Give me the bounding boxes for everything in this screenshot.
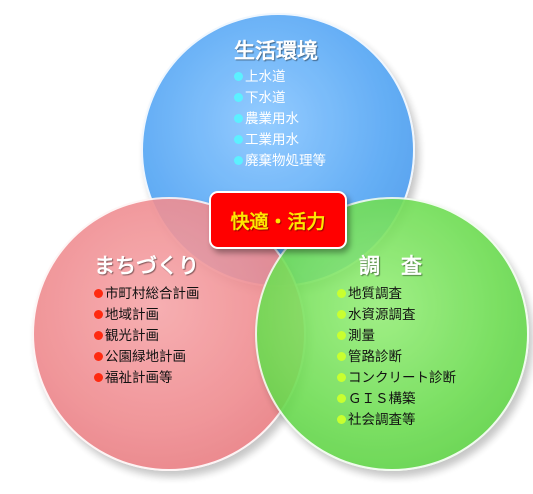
bullet-icon xyxy=(337,352,346,361)
list-item: コンクリート診断 xyxy=(337,368,456,389)
bullet-icon xyxy=(337,331,346,340)
list-item: 市町村総合計画 xyxy=(94,284,200,305)
list-item: 農業用水 xyxy=(234,109,326,130)
living-environment-list: 上水道 下水道 農業用水 工業用水 廃棄物処理等 xyxy=(234,67,326,172)
list-item: 下水道 xyxy=(234,88,326,109)
bullet-icon xyxy=(337,289,346,298)
bullet-icon xyxy=(337,415,346,424)
town-planning-title: まちづくり xyxy=(94,254,199,278)
list-item: 公園緑地計画 xyxy=(94,347,200,368)
bullet-icon xyxy=(234,93,243,102)
list-item: 地域計画 xyxy=(94,305,200,326)
town-planning-list: 市町村総合計画 地域計画 観光計画 公園緑地計画 福祉計画等 xyxy=(94,284,200,389)
bullet-icon xyxy=(94,373,103,382)
list-item: 観光計画 xyxy=(94,326,200,347)
bullet-icon xyxy=(337,394,346,403)
list-item: 社会調査等 xyxy=(337,410,456,431)
bullet-icon xyxy=(234,156,243,165)
center-label: 快適・活力 xyxy=(230,210,326,233)
bullet-icon xyxy=(234,114,243,123)
survey-list: 地質調査 水資源調査 測量 管路診断 コンクリート診断 ＧＩＳ構築 社会調査等 xyxy=(337,284,456,431)
list-item: 測量 xyxy=(337,326,456,347)
list-item: 工業用水 xyxy=(234,130,326,151)
list-item: 水資源調査 xyxy=(337,305,456,326)
bullet-icon xyxy=(337,310,346,319)
survey-title: 調 査 xyxy=(359,254,422,278)
list-item: 上水道 xyxy=(234,67,326,88)
center-label-box: 快適・活力 xyxy=(209,191,347,249)
living-environment-title: 生活環境 xyxy=(234,39,318,63)
bullet-icon xyxy=(94,331,103,340)
bullet-icon xyxy=(234,135,243,144)
list-item: 福祉計画等 xyxy=(94,368,200,389)
list-item: 廃棄物処理等 xyxy=(234,151,326,172)
list-item: 管路診断 xyxy=(337,347,456,368)
bullet-icon xyxy=(234,72,243,81)
list-item: 地質調査 xyxy=(337,284,456,305)
bullet-icon xyxy=(94,352,103,361)
bullet-icon xyxy=(337,373,346,382)
list-item: ＧＩＳ構築 xyxy=(337,389,456,410)
bullet-icon xyxy=(94,289,103,298)
bullet-icon xyxy=(94,310,103,319)
